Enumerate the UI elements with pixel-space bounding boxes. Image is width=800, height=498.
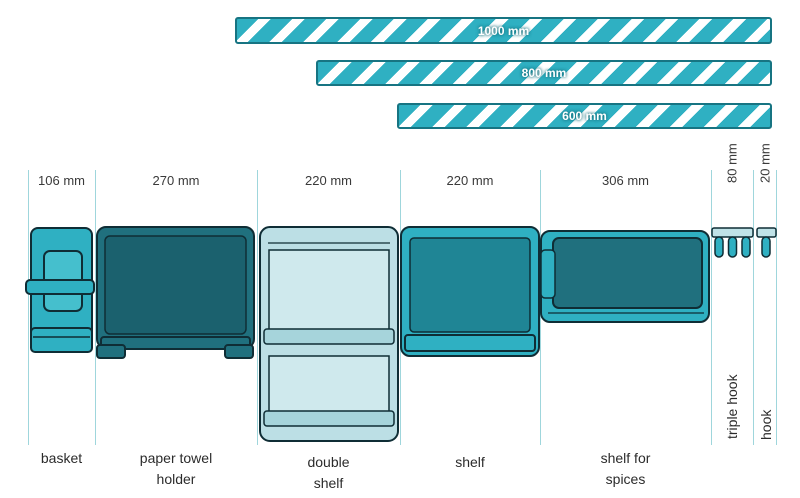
length-bar-600: 600 mm <box>397 103 772 129</box>
item-label-double-shelf-line1: double <box>307 454 350 470</box>
dimension-label-paper-towel-holder: 270 mm <box>152 173 200 188</box>
guide-line <box>776 170 777 445</box>
guide-line <box>28 170 29 445</box>
length-bar-1000: 1000 mm <box>235 17 772 44</box>
basket-graphic <box>25 227 95 353</box>
shelf-graphic <box>400 226 540 357</box>
dimension-label-shelf-for-spices: 306 mm <box>602 173 649 188</box>
guide-line <box>711 170 712 445</box>
item-label-shelf-for-spices: shelf for spices <box>540 448 711 490</box>
shelf-for-spices-graphic <box>540 230 710 323</box>
item-label-basket: basket <box>28 448 95 469</box>
double-shelf-graphic <box>259 226 399 442</box>
length-bar-800: 800 mm <box>316 60 772 86</box>
dimension-label-basket: 106 mm <box>38 173 85 188</box>
item-label-double-shelf-line2: shelf <box>313 475 344 491</box>
guide-line <box>753 170 754 445</box>
item-label-shelf-line1: shelf <box>455 454 485 470</box>
guide-line <box>257 170 258 445</box>
guide-line <box>95 170 96 445</box>
item-label-basket-line1: basket <box>40 450 83 466</box>
length-bar-1000-label: 1000 mm <box>477 23 530 38</box>
dimension-label-double-shelf: 220 mm <box>305 173 352 188</box>
item-label-paper-towel-holder-line1: paper towel <box>139 450 213 466</box>
item-label-shelf-for-spices-line1: shelf for <box>600 450 651 466</box>
paper-towel-holder-graphic <box>96 226 255 359</box>
item-label-paper-towel-holder-line2: holder <box>156 471 196 487</box>
dimension-label-shelf: 220 mm <box>446 173 494 188</box>
item-label-shelf-for-spices-line2: spices <box>605 471 646 487</box>
length-bar-800-label: 800 mm <box>521 66 567 80</box>
item-label-shelf: shelf <box>400 452 540 473</box>
length-bar-600-label: 600 mm <box>562 109 607 123</box>
item-label-hook: hook <box>758 409 774 441</box>
item-label-triple-hook: triple hook <box>724 374 740 440</box>
item-label-double-shelf: double shelf <box>257 452 400 494</box>
triple-hook-graphic <box>711 227 754 258</box>
hook-graphic <box>756 227 777 258</box>
item-label-paper-towel-holder: paper towel holder <box>95 448 257 490</box>
